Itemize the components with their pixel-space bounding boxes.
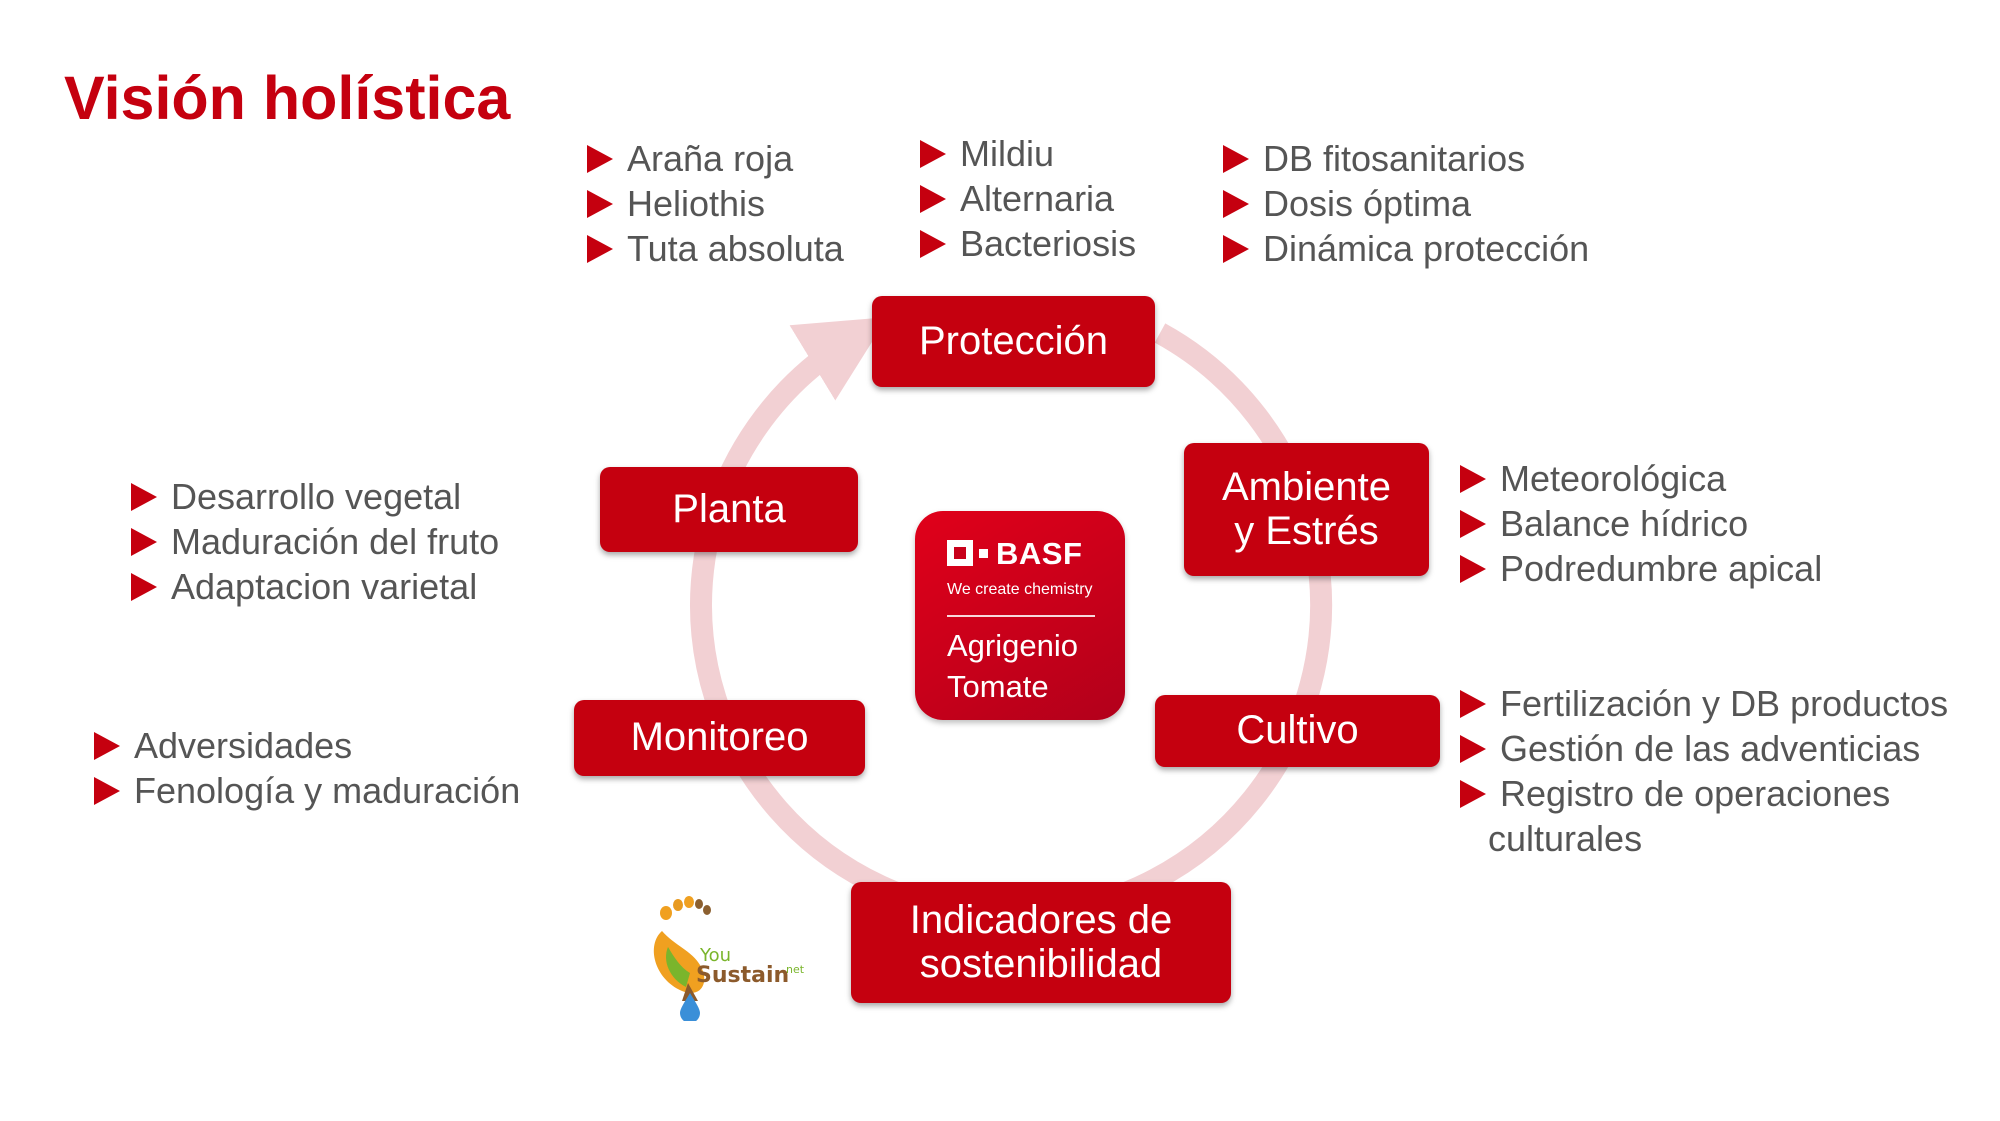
list-plagas: Araña roja Heliothis Tuta absoluta	[587, 136, 844, 271]
product-name-line1: Agrigenio	[947, 628, 1078, 663]
node-monitoreo-label: Monitoreo	[630, 715, 809, 760]
basf-agrigenio-badge: BASF We create chemistry Agrigenio Tomat…	[915, 511, 1125, 720]
node-cultivo-label: Cultivo	[1236, 708, 1359, 753]
list-item: Gestión de las adventicias	[1460, 726, 1948, 771]
node-ambiente-estres[interactable]: Ambiente y Estrés	[1184, 443, 1429, 576]
page-title: Visión holística	[64, 64, 511, 132]
list-item: Dinámica protección	[1223, 226, 1589, 271]
list-item: Adversidades	[94, 723, 520, 768]
yousustain-logo: You Sustain net	[653, 896, 805, 1021]
list-item: Fenología y maduración	[94, 768, 520, 813]
node-indicadores-sostenibilidad[interactable]: Indicadores de sostenibilidad	[851, 882, 1231, 1003]
list-item: Maduración del fruto	[131, 519, 499, 564]
list-item: Podredumbre apical	[1460, 546, 1822, 591]
list-item: Dosis óptima	[1223, 181, 1589, 226]
bullet-arrow-icon	[1460, 555, 1486, 583]
bullet-arrow-icon	[587, 235, 613, 263]
list-planta: Desarrollo vegetal Maduración del fruto …	[131, 474, 499, 609]
list-item: DB fitosanitarios	[1223, 136, 1589, 181]
bullet-arrow-icon	[131, 573, 157, 601]
product-name-line2: Tomate	[947, 669, 1049, 704]
list-monitoreo: Adversidades Fenología y maduración	[94, 723, 520, 813]
bullet-arrow-icon	[131, 483, 157, 511]
logo-you-text: You	[699, 945, 731, 966]
basf-tagline: We create chemistry	[947, 581, 1093, 598]
bullet-arrow-icon	[1460, 690, 1486, 718]
bullet-arrow-icon	[1460, 510, 1486, 538]
list-item: Meteorológica	[1460, 456, 1822, 501]
list-cultivo: Fertilización y DB productos Gestión de …	[1460, 681, 1948, 861]
list-fitosanitarios: DB fitosanitarios Dosis óptima Dinámica …	[1223, 136, 1589, 271]
logo-net-text: net	[786, 963, 805, 976]
list-item: Balance hídrico	[1460, 501, 1822, 546]
node-planta-label: Planta	[672, 486, 786, 531]
node-cultivo[interactable]: Cultivo	[1155, 695, 1440, 767]
node-ambiente-label: Ambiente y Estrés	[1222, 465, 1391, 553]
node-proteccion[interactable]: Protección	[872, 296, 1155, 387]
bullet-arrow-icon	[94, 777, 120, 805]
list-enfermedades: Mildiu Alternaria Bacteriosis	[920, 131, 1136, 266]
bullet-arrow-icon	[94, 732, 120, 760]
bullet-arrow-icon	[1460, 465, 1486, 493]
bullet-arrow-icon	[1223, 235, 1249, 263]
list-item: Mildiu	[920, 131, 1136, 176]
bullet-arrow-icon	[1460, 735, 1486, 763]
bullet-arrow-icon	[1223, 190, 1249, 218]
bullet-arrow-icon	[920, 185, 946, 213]
list-item: Tuta absoluta	[587, 226, 844, 271]
basf-square-icon	[947, 540, 973, 566]
basf-divider	[947, 615, 1095, 617]
list-item: Bacteriosis	[920, 221, 1136, 266]
list-item: Registro de operaciones	[1460, 771, 1948, 816]
list-item: Adaptacion varietal	[131, 564, 499, 609]
basf-dot-icon	[979, 548, 988, 558]
basf-wordmark: BASF	[996, 535, 1083, 571]
list-item: Araña roja	[587, 136, 844, 181]
bullet-arrow-icon	[131, 528, 157, 556]
bullet-arrow-icon	[920, 230, 946, 258]
bullet-arrow-icon	[920, 140, 946, 168]
bullet-arrow-icon	[1223, 145, 1249, 173]
bullet-arrow-icon	[587, 190, 613, 218]
bullet-arrow-icon	[1460, 780, 1486, 808]
list-item: Heliothis	[587, 181, 844, 226]
node-indicadores-label: Indicadores de sostenibilidad	[909, 898, 1173, 986]
node-planta[interactable]: Planta	[600, 467, 858, 552]
list-ambiente: Meteorológica Balance hídrico Podredumbr…	[1460, 456, 1822, 591]
list-item: Alternaria	[920, 176, 1136, 221]
logo-sustain-text: Sustain	[696, 963, 789, 988]
basf-logo: BASF	[947, 533, 1095, 573]
bullet-arrow-icon	[587, 145, 613, 173]
node-monitoreo[interactable]: Monitoreo	[574, 700, 865, 776]
node-proteccion-label: Protección	[919, 318, 1108, 363]
list-item-continuation: culturales	[1488, 818, 1643, 859]
list-item: Fertilización y DB productos	[1460, 681, 1948, 726]
list-item: Desarrollo vegetal	[131, 474, 499, 519]
